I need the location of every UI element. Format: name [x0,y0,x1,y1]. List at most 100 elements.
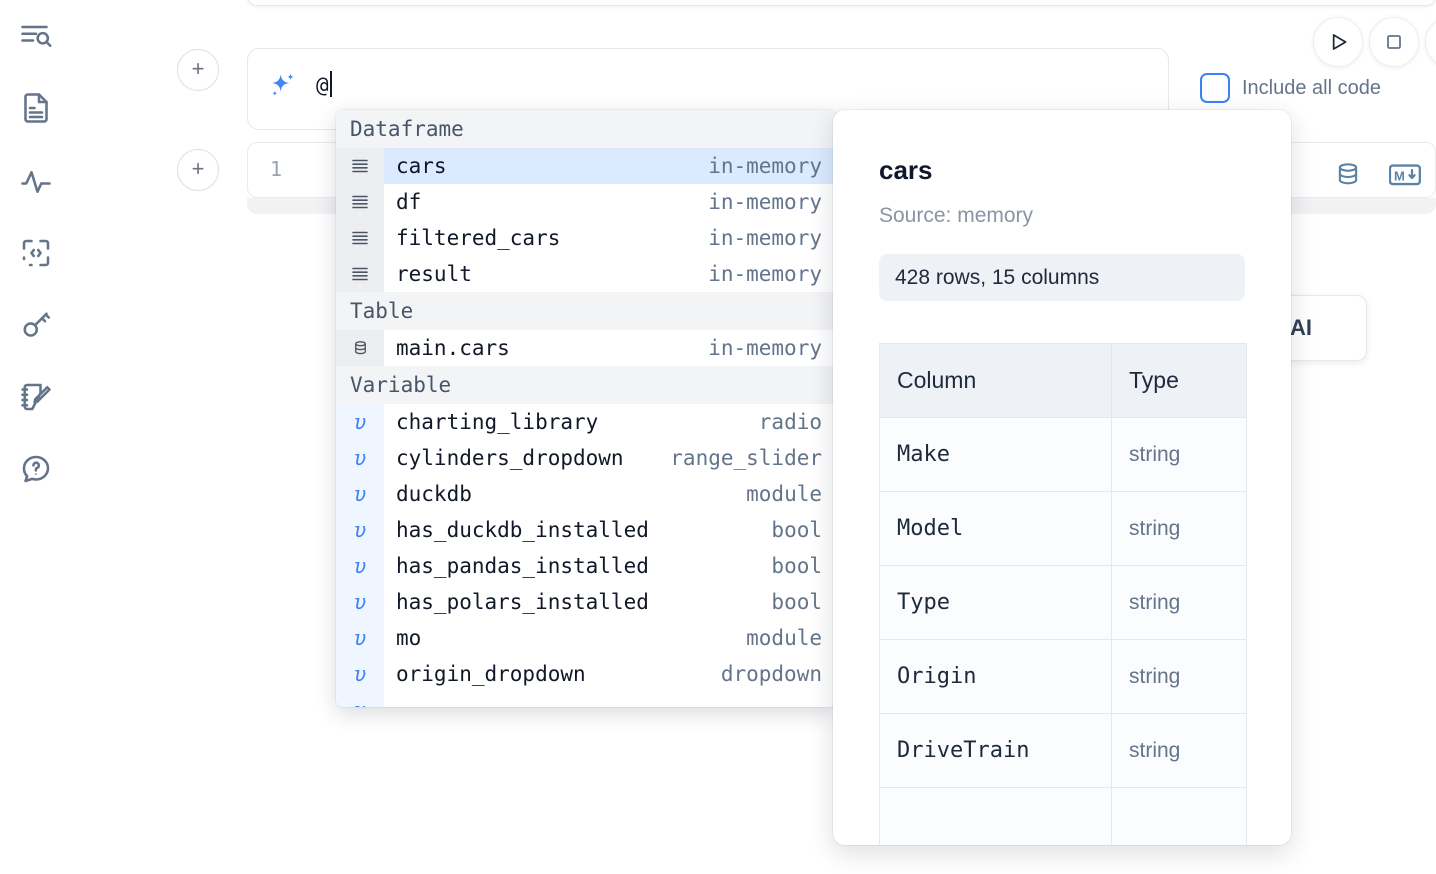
autocomplete-group-header: Dataframe [336,110,836,148]
autocomplete-item-main-cars[interactable]: main.cars in-memory [336,330,836,366]
autocomplete-item-mo[interactable]: υ mo module [336,620,836,656]
table-row: Type string [879,565,1247,640]
cell-column-name: Model [879,491,1112,566]
add-cell-button-top[interactable]: + [177,49,219,91]
autocomplete-item-kind: dropdown [720,662,822,686]
cell-column-type: string [1111,713,1247,788]
help-icon[interactable] [14,447,58,491]
table-row-clipped [879,787,1247,845]
explore-icon[interactable] [14,14,58,58]
stop-button[interactable] [1369,17,1419,67]
variable-icon: υ [336,620,384,656]
autocomplete-dropdown[interactable]: Dataframe cars in-memory df in-memory [336,110,836,707]
line-number: 1 [270,157,283,181]
play-icon [1332,34,1347,50]
autocomplete-item-name: charting_library [396,410,599,434]
autocomplete-item-name: mo [396,626,422,650]
plus-icon: + [191,155,205,181]
autocomplete-item-origin-dropdown[interactable]: υ origin_dropdown dropdown [336,656,836,692]
autocomplete-item-has-pandas-installed[interactable]: υ has_pandas_installed bool [336,548,836,584]
table-row: Origin string [879,639,1247,714]
variable-icon: υ [336,476,384,512]
variable-icon: υ [336,440,384,476]
variable-icon: υ [336,404,384,440]
autocomplete-item-has-duckdb-installed[interactable]: υ has_duckdb_installed bool [336,512,836,548]
file-text-icon[interactable] [14,86,58,130]
autocomplete-item-kind: bool [771,554,822,578]
variable-icon: υ [336,512,384,548]
cell-column-name: Type [879,565,1112,640]
variable-icon: υ [336,656,384,692]
cell-column-type: string [1111,639,1247,714]
scratchpad-icon[interactable] [14,375,58,419]
autocomplete-item-kind: in-memory [708,190,822,214]
autocomplete-item-has-polars-installed[interactable]: υ has_polars_installed bool [336,584,836,620]
autocomplete-item-result[interactable]: result in-memory [336,256,836,292]
cell-column-type: string [1111,491,1247,566]
variable-icon: υ [336,584,384,620]
autocomplete-item-duckdb[interactable]: υ duckdb module [336,476,836,512]
code-snippet-icon[interactable] [14,231,58,275]
cell-column-name: Make [879,417,1112,492]
cell-column-name: Origin [879,639,1112,714]
include-all-code-row[interactable]: Include all code [1200,73,1381,103]
autocomplete-item-name: result [396,262,472,286]
autocomplete-item-name: has_polars_installed [396,590,649,614]
autocomplete-item-cylinders-dropdown[interactable]: υ cylinders_dropdown range_slider [336,440,836,476]
autocomplete-item-cars[interactable]: cars in-memory [336,148,836,184]
autocomplete-item-name: has_pandas_installed [396,554,649,578]
autocomplete-item-kind: range_slider [670,446,822,470]
panel-title: cars [879,155,933,185]
autocomplete-item-df[interactable]: df in-memory [336,184,836,220]
sidebar-rail [0,0,72,874]
more-actions-button[interactable] [1425,17,1436,67]
autocomplete-item-kind: radio [758,410,822,434]
autocomplete-item-name: cylinders_dropdown [396,446,624,470]
autocomplete-item-kind: in-memory [708,226,822,250]
variable-icon: υ [336,548,384,584]
cell-column-name: DriveTrain [879,713,1112,788]
database-icon[interactable] [1333,160,1363,190]
sparkle-icon [272,73,294,96]
activity-icon[interactable] [14,160,58,204]
autocomplete-item-name: filtered_cars [396,226,561,250]
markdown-icon[interactable]: M [1389,163,1421,187]
autocomplete-item-charting-library[interactable]: υ charting_library radio [336,404,836,440]
dataframe-icon [336,256,384,292]
table-row: Model string [879,491,1247,566]
autocomplete-item-name: cars [396,154,447,178]
ai-prompt-text: @ [316,71,332,99]
autocomplete-item-name: origin_dropdown [396,662,586,686]
dataframe-icon [336,220,384,256]
autocomplete-item-name: duckdb [396,482,472,506]
column-header-column: Column [879,343,1112,418]
autocomplete-item-kind: in-memory [708,336,822,360]
autocomplete-item-kind: bool [771,518,822,542]
dataframe-icon [336,184,384,220]
column-header-type: Type [1111,343,1247,418]
add-cell-button-bottom[interactable]: + [177,149,219,191]
variable-icon: υ [336,692,384,707]
key-icon[interactable] [14,303,58,347]
autocomplete-item-kind: in-memory [708,154,822,178]
text-caret [329,71,332,97]
autocomplete-item-kind: in-memory [708,262,822,286]
cell-type-icons: M [1333,160,1421,190]
stop-square-icon [1387,35,1401,49]
schema-table: Column Type Make string Model string Typ… [879,343,1247,845]
dataframe-info-panel: cars Source: memory 428 rows, 15 columns… [833,110,1291,845]
autocomplete-item-kind: module [746,626,822,650]
autocomplete-item-name: has_duckdb_installed [396,518,649,542]
table-header-row: Column Type [879,343,1247,418]
panel-shape-badge: 428 rows, 15 columns [879,254,1245,301]
include-all-code-checkbox[interactable] [1200,73,1230,103]
run-button[interactable] [1313,17,1363,67]
autocomplete-item-filtered-cars[interactable]: filtered_cars in-memory [336,220,836,256]
autocomplete-group-header: Table [336,292,836,330]
dataframe-icon [336,148,384,184]
plus-icon: + [191,55,205,81]
autocomplete-item-clipped[interactable]: υ [336,692,836,707]
autocomplete-item-kind: bool [771,590,822,614]
table-icon [336,330,384,366]
